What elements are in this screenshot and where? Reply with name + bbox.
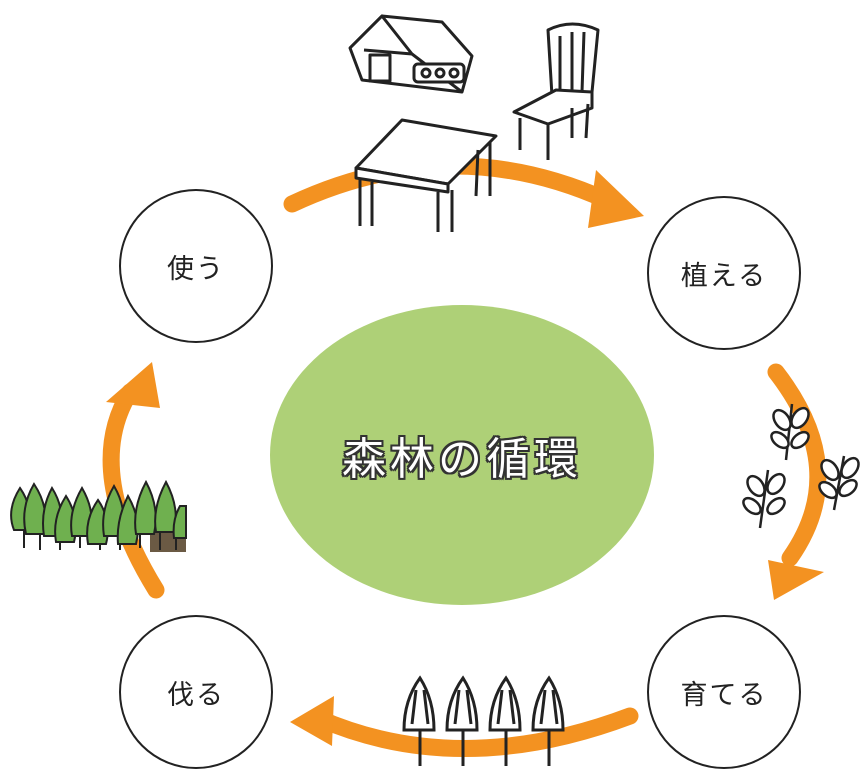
stage-circle-plant <box>647 196 801 350</box>
stage-label-plant: 植える <box>680 260 768 292</box>
arrow-cut-to-use <box>102 383 165 599</box>
tall-tree-icon <box>402 675 436 766</box>
house-icon <box>348 14 474 94</box>
arrowhead-use <box>106 362 160 408</box>
center-circle <box>270 305 654 605</box>
arrowhead-grow <box>768 560 824 600</box>
seedling-icon <box>818 455 860 511</box>
table-icon <box>354 118 498 232</box>
tall-tree-icon <box>445 675 479 766</box>
arrowhead-plant <box>588 170 644 228</box>
arrow-grow-to-cut <box>309 707 639 757</box>
stage-label-use: 使う <box>167 253 225 285</box>
seedling-icon <box>770 403 810 461</box>
tall-tree-icon <box>488 675 522 766</box>
stage-circle-cut <box>119 615 273 769</box>
chair-icon <box>512 22 600 160</box>
stage-circle-use <box>119 189 273 343</box>
forest-icon <box>10 479 187 552</box>
tall-tree-icon <box>531 675 565 766</box>
arrow-plant-to-grow <box>767 363 827 567</box>
stage-circle-grow <box>647 615 801 769</box>
seedling-icon <box>742 469 786 529</box>
arrowhead-cut <box>290 696 334 746</box>
stage-label-grow: 育てる <box>680 679 768 711</box>
stage-label-cut: 伐る <box>167 679 225 711</box>
center-title: 森林の循環 <box>342 434 582 485</box>
